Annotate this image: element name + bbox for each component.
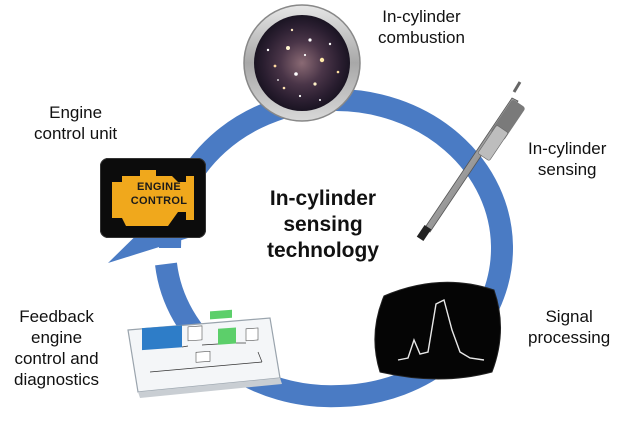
ecu-icon-text: ENGINE CONTROL bbox=[124, 180, 194, 208]
signal-waveform-icon bbox=[374, 281, 501, 380]
label-line: Engine bbox=[49, 103, 103, 122]
label-line: In-cylinder bbox=[528, 139, 607, 158]
label-signal: Signal processing bbox=[528, 306, 610, 348]
center-title-line: sensing bbox=[283, 213, 363, 236]
label-line: Signal bbox=[545, 307, 593, 326]
label-sensing: In-cylinder sensing bbox=[528, 138, 606, 180]
center-title-line: In-cylinder bbox=[269, 187, 377, 210]
label-line: Feedback bbox=[19, 307, 94, 326]
label-line: control unit bbox=[34, 124, 118, 143]
center-title: In-cylinder sensing technology bbox=[228, 186, 418, 264]
engine-icon-shape bbox=[112, 170, 194, 226]
label-combustion: In-cylinder combustion bbox=[378, 6, 465, 48]
label-line: sensing bbox=[537, 160, 597, 179]
label-line: In-cylinder bbox=[382, 7, 461, 26]
label-ecu: Engine control unit bbox=[34, 102, 117, 144]
ecu-icon-text-line: ENGINE bbox=[137, 181, 181, 193]
control-block-diagram-icon bbox=[127, 309, 282, 398]
label-line: combustion bbox=[378, 28, 465, 47]
ecu-icon-text-line: CONTROL bbox=[130, 195, 188, 207]
pressure-sensor-icon bbox=[416, 81, 525, 242]
combustion-image-icon bbox=[243, 4, 361, 122]
label-line: engine bbox=[31, 328, 83, 347]
label-line: control and bbox=[14, 349, 99, 368]
label-line: processing bbox=[528, 328, 611, 347]
center-title-line: technology bbox=[266, 239, 379, 262]
label-line: diagnostics bbox=[14, 370, 100, 389]
label-feedback: Feedback engine control and diagnostics bbox=[14, 306, 99, 390]
